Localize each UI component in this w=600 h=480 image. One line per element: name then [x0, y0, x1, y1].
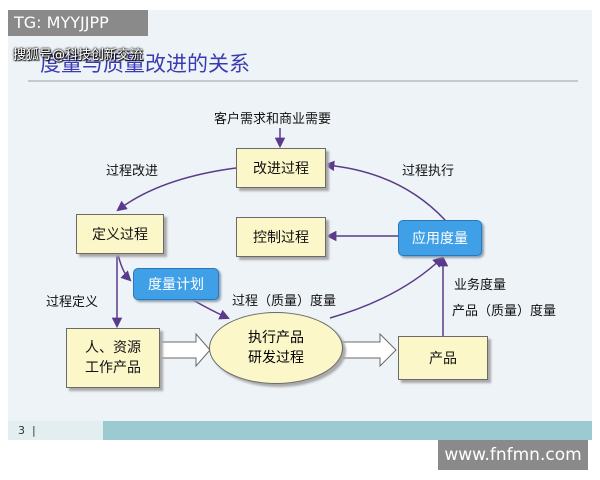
label-process-define: 过程定义 [46, 295, 99, 310]
label-product-quality-measure: 产品（质量）度量 [452, 304, 557, 319]
node-measure-plan: 度量计划 [133, 268, 219, 300]
label-process-quality-measure: 过程（质量）度量 [232, 294, 337, 309]
label-customer-needs: 客户需求和商业需要 [214, 112, 332, 127]
arrow-improve-to-define [116, 167, 237, 212]
arrow-define-to-plan [117, 253, 132, 282]
arrow-execute-to-apply [329, 256, 444, 319]
arrow-apply-to-improve [323, 160, 446, 221]
page-number: 3 | [8, 421, 103, 440]
tg-watermark: TG: MYYJJPP [8, 10, 148, 36]
node-define-process: 定义过程 [76, 214, 164, 254]
label-process-execute: 过程执行 [402, 164, 455, 179]
block-arrow-execute-to-product [341, 332, 397, 368]
slide-title: 度量与质量改进的关系 [40, 52, 250, 76]
node-apply-measure: 应用度量 [398, 220, 482, 256]
footer-bar [8, 421, 592, 440]
label-business-measure: 业务度量 [454, 278, 507, 293]
title-divider [28, 80, 578, 82]
node-resources: 人、资源 工作产品 [66, 328, 160, 388]
sohu-watermark: 搜狐号@科技创新交流 [13, 48, 144, 63]
page-number-text: 3 [18, 424, 25, 437]
node-execute-process: 执行产品 研发过程 [209, 312, 343, 384]
label-process-improve: 过程改进 [106, 164, 159, 179]
node-improve-process: 改进过程 [236, 148, 326, 188]
node-control-process: 控制过程 [236, 217, 326, 257]
block-arrow-resources-to-execute [159, 332, 211, 368]
site-watermark: www.fnfmn.com [438, 440, 588, 470]
node-product: 产品 [398, 336, 488, 380]
